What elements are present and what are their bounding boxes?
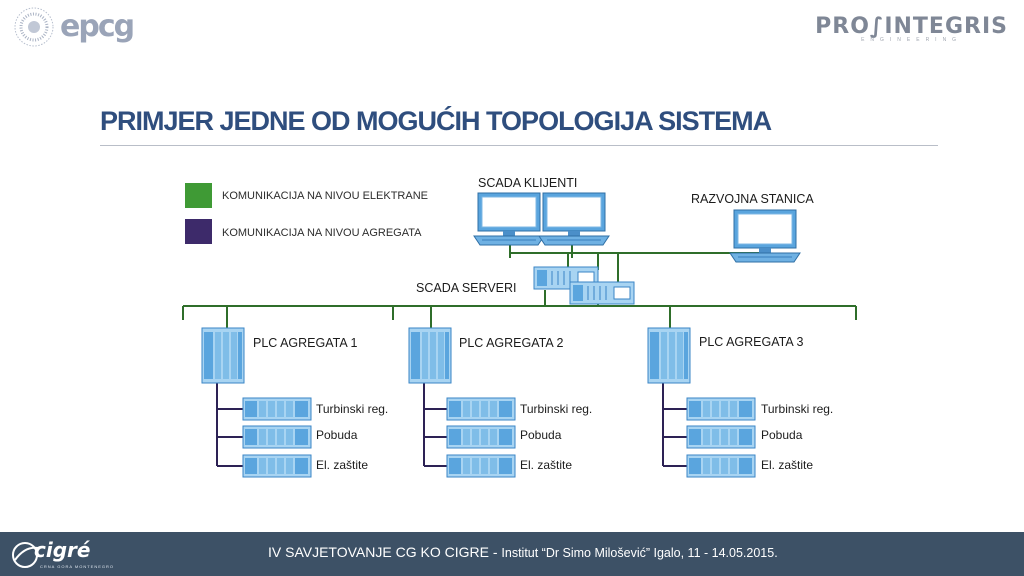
legend-label-agregata: KOMUNIKACIJA NA NIVOU AGREGATA bbox=[222, 227, 422, 239]
plc-3-icon bbox=[647, 327, 691, 384]
legend-swatch-green bbox=[185, 183, 212, 208]
legend-label-elektrane: KOMUNIKACIJA NA NIVOU ELEKTRANE bbox=[222, 190, 428, 202]
epcg-logo-text: epcg bbox=[60, 9, 135, 44]
plc-2-icon bbox=[408, 327, 452, 384]
plc-1-label: PLC AGREGATA 1 bbox=[253, 336, 357, 350]
module-turbine-1-icon bbox=[242, 397, 312, 421]
scada-server-2-icon bbox=[569, 281, 635, 305]
legend-swatch-purple bbox=[185, 219, 212, 244]
cigre-globe-icon bbox=[12, 542, 39, 568]
plc-3-label: PLC AGREGATA 3 bbox=[699, 335, 803, 349]
scada-client-1-icon bbox=[473, 192, 545, 246]
cigre-logo: cigré CRNA GORA MONTENEGRO bbox=[10, 536, 113, 572]
module-label: Turbinski reg. bbox=[761, 402, 833, 416]
module-excitation-2-icon bbox=[446, 425, 516, 449]
cigre-logo-sub: CRNA GORA MONTENEGRO bbox=[40, 564, 115, 569]
scada-client-2-icon bbox=[538, 192, 610, 246]
scada-clients-label: SCADA KLIJENTI bbox=[478, 176, 577, 190]
footer-text-small: Institut “Dr Simo Milošević” Igalo, 11 -… bbox=[501, 546, 778, 560]
module-turbine-3-icon bbox=[686, 397, 756, 421]
scada-servers-label: SCADA SERVERI bbox=[416, 281, 517, 295]
dev-station-label: RAZVOJNA STANICA bbox=[691, 192, 814, 206]
module-excitation-1-icon bbox=[242, 425, 312, 449]
module-protection-1-icon bbox=[242, 454, 312, 478]
plc-2-label: PLC AGREGATA 2 bbox=[459, 336, 563, 350]
epcg-logo: epcg bbox=[12, 5, 135, 49]
module-label: El. zaštite bbox=[520, 458, 572, 472]
module-protection-3-icon bbox=[686, 454, 756, 478]
aggregate-networks bbox=[216, 383, 688, 467]
prointegris-logo-sub: ENGINEERING bbox=[861, 37, 963, 43]
prointegris-logo: PRO∫INTEGRIS ENGINEERING bbox=[815, 14, 1008, 43]
module-protection-2-icon bbox=[446, 454, 516, 478]
module-label: El. zaštite bbox=[316, 458, 368, 472]
prointegris-logo-text: PRO∫INTEGRIS bbox=[815, 14, 1008, 39]
module-label: Turbinski reg. bbox=[520, 402, 592, 416]
module-label: Turbinski reg. bbox=[316, 402, 388, 416]
footer-text-main: IV SAVJETOVANJE CG KO CIGRE - bbox=[268, 544, 502, 560]
topology-diagram: KOMUNIKACIJA NA NIVOU ELEKTRANE KOMUNIKA… bbox=[182, 176, 857, 478]
plant-network bbox=[182, 242, 857, 328]
module-excitation-3-icon bbox=[686, 425, 756, 449]
epcg-sunburst-icon bbox=[14, 7, 54, 47]
module-label: Pobuda bbox=[761, 428, 803, 442]
dev-station-icon bbox=[729, 209, 801, 263]
title-divider bbox=[100, 145, 938, 146]
cigre-logo-text: cigré bbox=[34, 538, 91, 562]
footer-bar: cigré CRNA GORA MONTENEGRO IV SAVJETOVAN… bbox=[0, 532, 1024, 576]
module-label: Pobuda bbox=[316, 428, 358, 442]
module-turbine-2-icon bbox=[446, 397, 516, 421]
footer-text: IV SAVJETOVANJE CG KO CIGRE - Institut “… bbox=[268, 544, 778, 560]
page-title: PRIMJER JEDNE OD MOGUĆIH TOPOLOGIJA SIST… bbox=[100, 106, 772, 136]
plc-1-icon bbox=[201, 327, 245, 384]
module-label: Pobuda bbox=[520, 428, 562, 442]
module-label: El. zaštite bbox=[761, 458, 813, 472]
